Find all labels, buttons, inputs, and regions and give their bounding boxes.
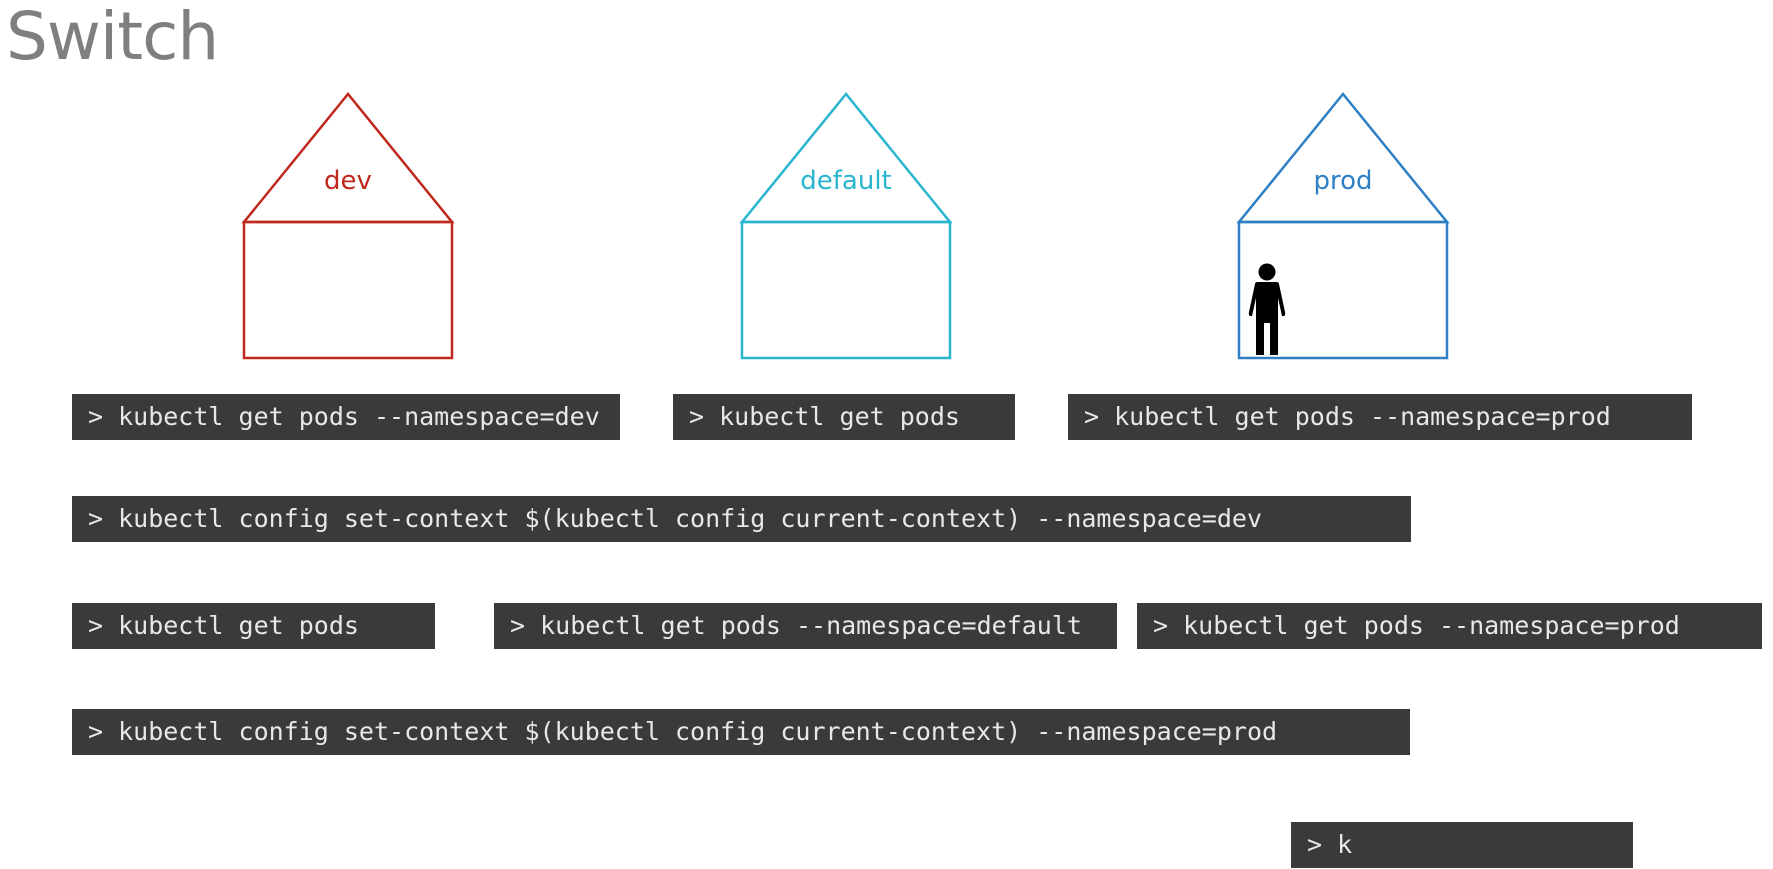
house-outline bbox=[241, 92, 455, 360]
command-partial: > k bbox=[1291, 822, 1633, 868]
namespace-house-dev: dev bbox=[241, 92, 455, 362]
command-get-pods: > kubectl get pods bbox=[673, 394, 1015, 440]
namespace-label-dev: dev bbox=[324, 166, 372, 196]
namespace-label-default: default bbox=[800, 166, 892, 196]
namespace-house-default: default bbox=[739, 92, 953, 362]
command-get-pods-default: > kubectl get pods --namespace=default bbox=[494, 603, 1117, 649]
command-get-pods-prod: > kubectl get pods --namespace=prod bbox=[1137, 603, 1762, 649]
house-outline bbox=[1236, 92, 1450, 360]
namespace-house-prod: prod bbox=[1236, 92, 1450, 362]
command-get-pods-dev: > kubectl get pods --namespace=dev bbox=[72, 394, 620, 440]
person-icon bbox=[1248, 263, 1286, 355]
command-set-context-dev: > kubectl config set-context $(kubectl c… bbox=[72, 496, 1411, 542]
command-get-pods-prod: > kubectl get pods --namespace=prod bbox=[1068, 394, 1692, 440]
command-get-pods: > kubectl get pods bbox=[72, 603, 435, 649]
command-set-context-prod: > kubectl config set-context $(kubectl c… bbox=[72, 709, 1410, 755]
house-outline bbox=[739, 92, 953, 360]
slide-title: Switch bbox=[6, 0, 219, 75]
namespace-label-prod: prod bbox=[1313, 166, 1373, 196]
